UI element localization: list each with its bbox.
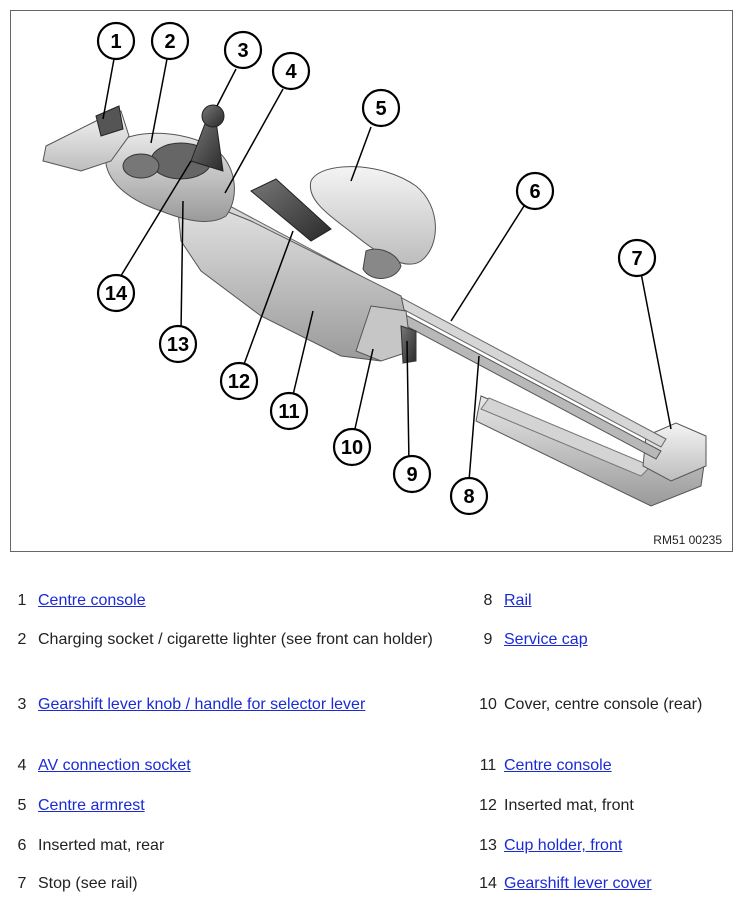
- legend-link[interactable]: Gearshift lever knob / handle for select…: [38, 696, 366, 713]
- legend-text: Charging socket / cigarette lighter (see…: [38, 631, 433, 648]
- callout-circle-6: [515, 171, 555, 211]
- armrest: [250, 166, 436, 279]
- legend-link[interactable]: Centre console: [38, 592, 146, 609]
- console-illustration: 1 2 3 4 5 6 7 8 9 10 11 12 13 14: [42, 21, 707, 516]
- legend-link[interactable]: Cup holder, front: [504, 837, 623, 854]
- legend-number: 9: [483, 631, 493, 648]
- callout-circle-14: [96, 273, 136, 313]
- callout-circle-9: [392, 454, 432, 494]
- legend-link[interactable]: AV connection socket: [38, 757, 191, 774]
- leader-lines: [102, 58, 672, 482]
- legend-number: 14: [479, 875, 497, 892]
- front-bracket: [42, 105, 130, 172]
- callout-label-9: 9: [406, 464, 417, 486]
- legend-text: Cover, centre console (rear): [504, 696, 703, 713]
- legend-number: 8: [483, 592, 493, 609]
- legend-number: 3: [17, 696, 27, 713]
- callout-label-12: 12: [228, 371, 250, 393]
- console-body: [175, 190, 417, 364]
- legend-text: Inserted mat, front: [504, 797, 634, 814]
- legend-number: 4: [17, 757, 27, 774]
- legend-number: 6: [17, 837, 27, 854]
- callout-label-8: 8: [463, 486, 474, 508]
- callout-label-14: 14: [105, 283, 128, 305]
- legend-link[interactable]: Gearshift lever cover: [504, 875, 652, 892]
- figure-reference-code: RM51 00235: [653, 533, 722, 547]
- diagram-figure: 1 2 3 4 5 6 7 8 9 10 11 12 13 14 RM51 00…: [10, 10, 733, 552]
- legend-link[interactable]: Centre armrest: [38, 797, 145, 814]
- callout-label-11: 11: [278, 401, 299, 423]
- callout-circle-8: [449, 476, 489, 516]
- legend-number: 7: [17, 875, 27, 892]
- callout-circle-12: [219, 361, 259, 401]
- callout-circle-3: [223, 30, 263, 70]
- callout-label-7: 7: [631, 248, 642, 270]
- legend-text: Inserted mat, rear: [38, 837, 165, 854]
- legend-number: 5: [17, 797, 27, 814]
- legend-link[interactable]: Rail: [504, 592, 532, 609]
- callout-label-6: 6: [529, 181, 540, 203]
- legend-link[interactable]: Service cap: [504, 631, 588, 648]
- legend-number: 1: [17, 592, 27, 609]
- legend-number: 10: [479, 696, 497, 713]
- callout-label-2: 2: [164, 31, 175, 53]
- legend-number: 13: [479, 837, 497, 854]
- front-section: [105, 104, 235, 222]
- legend-number: 11: [479, 757, 497, 774]
- callout-label-10: 10: [341, 437, 363, 459]
- legend-number: 2: [17, 631, 27, 648]
- callout-circle-10: [332, 427, 372, 467]
- callout-label-4: 4: [285, 61, 297, 83]
- callout-label-3: 3: [237, 40, 248, 62]
- callout-circle-11: [269, 391, 309, 431]
- callout-circle-13: [158, 324, 198, 364]
- callout-circle-7: [617, 238, 657, 278]
- callout-circle-2: [150, 21, 190, 61]
- legend-text: Stop (see rail): [38, 875, 138, 892]
- callout-label-1: 1: [110, 31, 121, 53]
- legend-link[interactable]: Centre console: [504, 757, 612, 774]
- callout-circle-5: [361, 88, 401, 128]
- callout-circle-4: [271, 51, 311, 91]
- callout-label-13: 13: [167, 334, 189, 356]
- legend-number: 12: [479, 797, 497, 814]
- callout-label-5: 5: [375, 98, 386, 120]
- callout-circle-1: [96, 21, 136, 61]
